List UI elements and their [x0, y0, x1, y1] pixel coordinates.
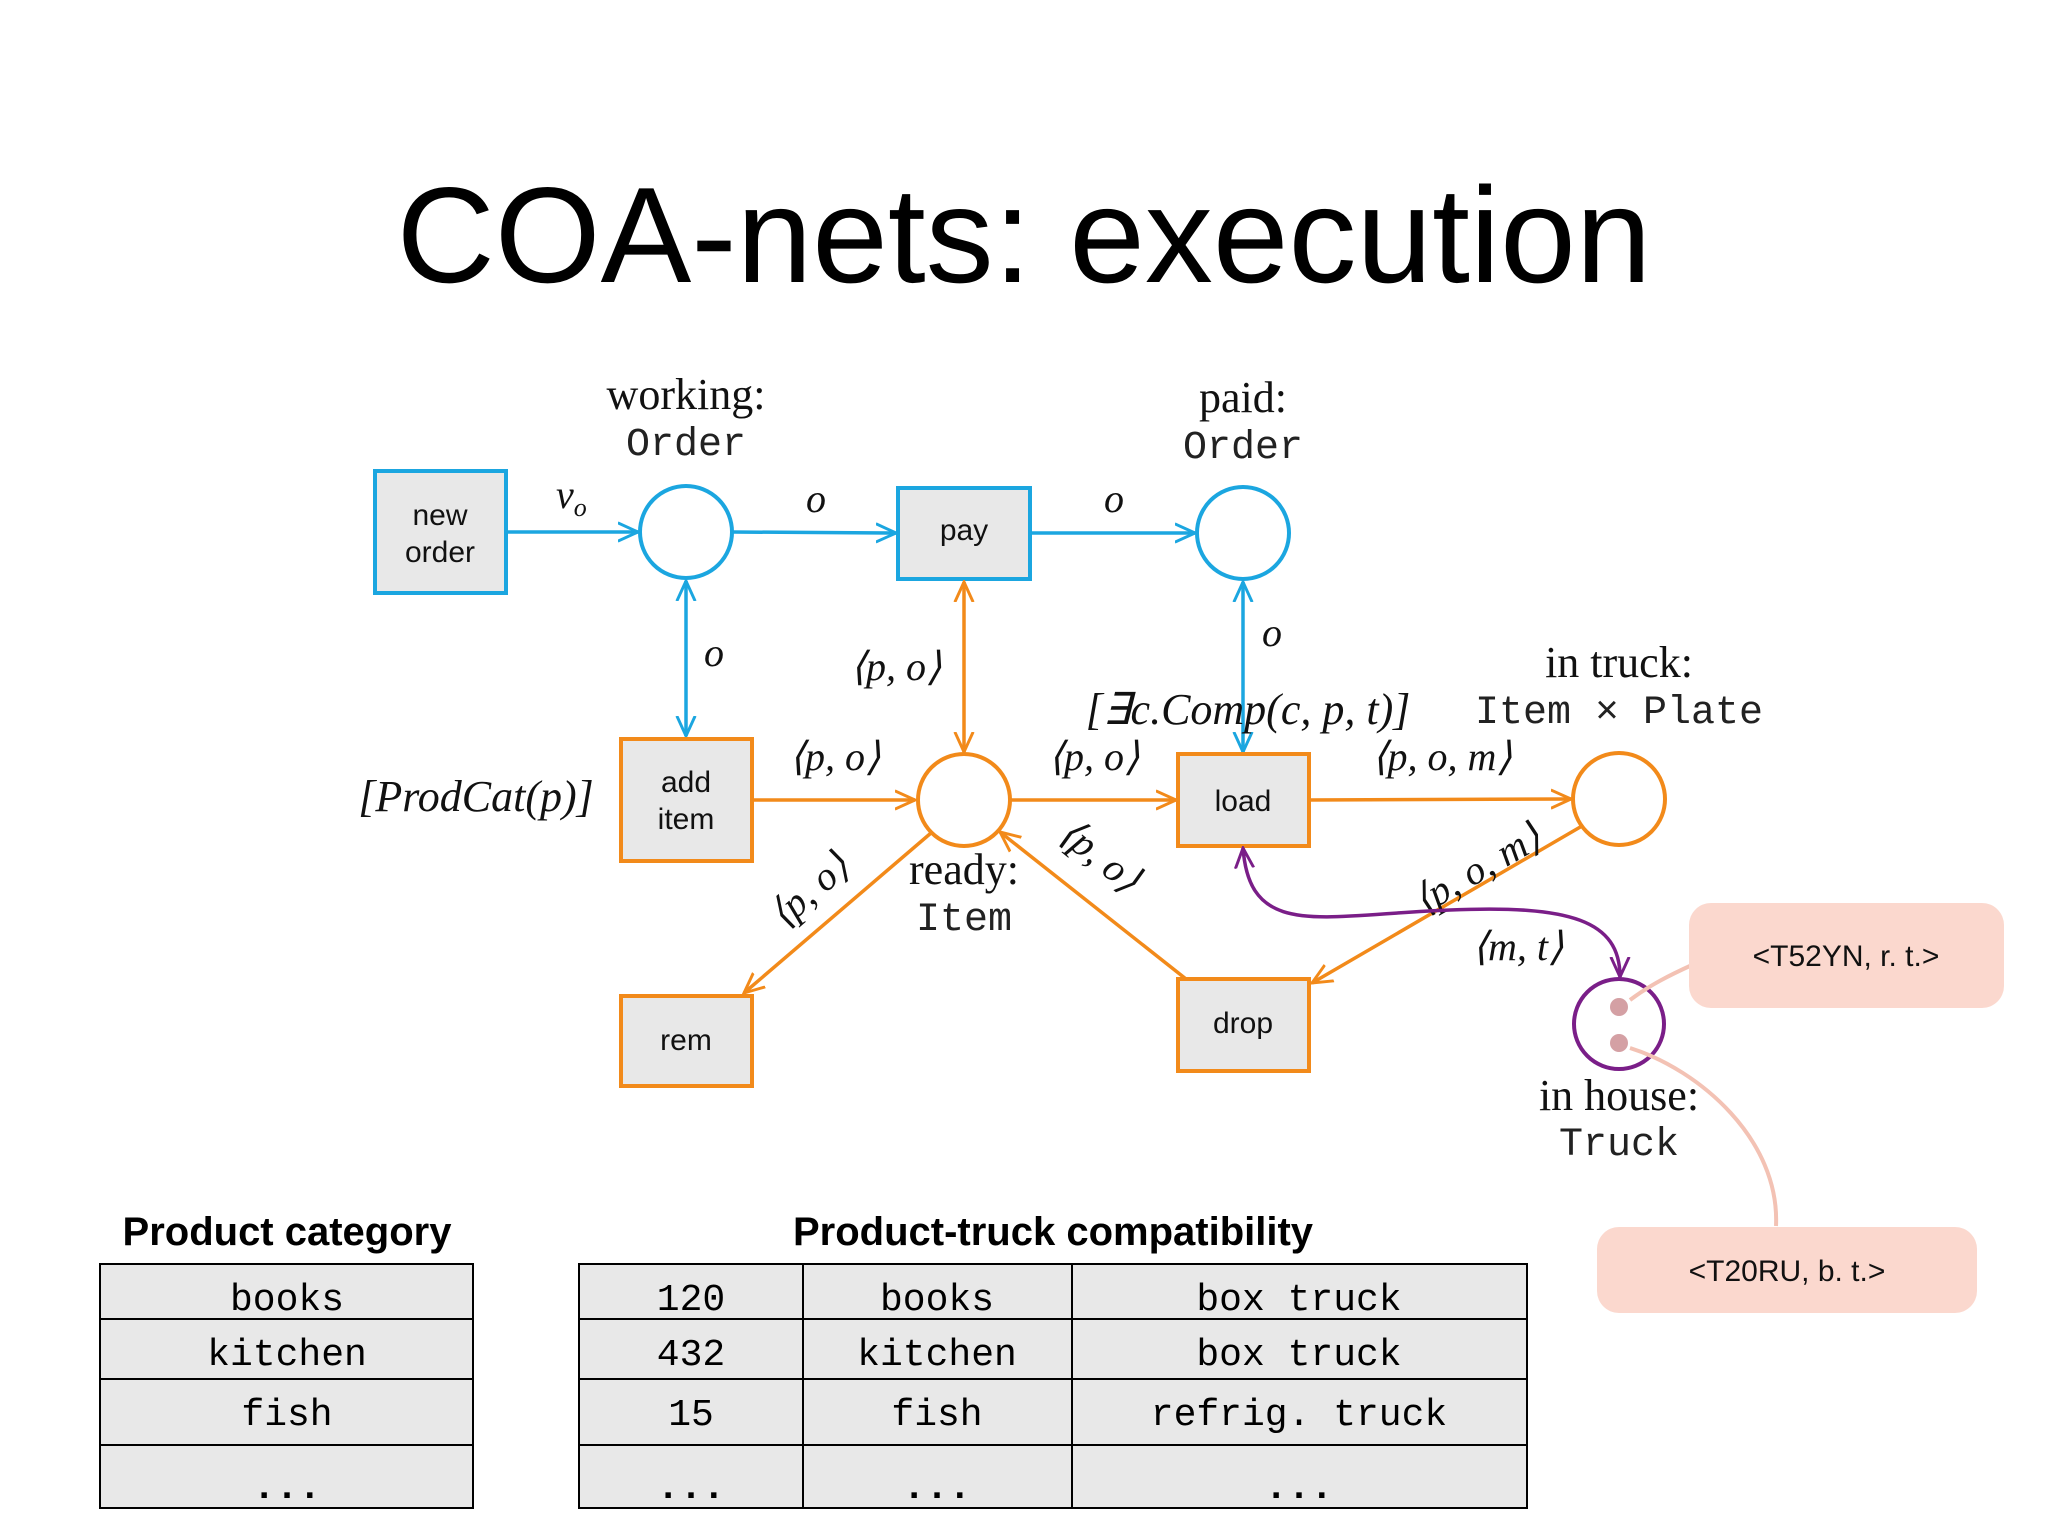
arc-label-p-o-2: ⟨p, o⟩	[850, 644, 942, 689]
product-category-title: Product category	[123, 1210, 453, 1254]
arc-label-o-3: o	[704, 630, 724, 675]
pc-cell-2: fish	[241, 1394, 332, 1437]
ptc-cell-3-0: ...	[657, 1467, 725, 1510]
ready-place-name: ready:	[909, 845, 1019, 894]
ptc-cell-0-1: books	[880, 1279, 994, 1322]
arc-label-o-4: o	[1262, 610, 1282, 655]
add-item-label-2: item	[658, 803, 715, 836]
token-dot-1	[1610, 998, 1628, 1016]
ptc-cell-2-2: refrig. truck	[1151, 1394, 1447, 1437]
ptc-cell-2-0: 15	[668, 1394, 714, 1437]
token-connector-2	[1629, 1046, 1779, 1227]
arc-label-nu-o: νo	[556, 472, 587, 522]
new-order-label-2: order	[405, 536, 475, 569]
add-item-label-1: add	[661, 766, 711, 799]
drop-label: drop	[1213, 1007, 1273, 1040]
in-truck-place-type: Item × Plate	[1475, 691, 1763, 736]
transition-add-item: add item	[619, 737, 754, 863]
ready-place-type: Item	[916, 898, 1012, 943]
place-in-truck	[1571, 751, 1667, 847]
token-dot-2	[1610, 1034, 1628, 1052]
arc-label-p-o-m-2: ⟨p, o, m⟩	[1405, 814, 1549, 923]
arc-working-to-pay	[731, 532, 896, 533]
in-house-place-type: Truck	[1559, 1123, 1679, 1168]
arc-ready-to-rem	[744, 831, 933, 993]
slide-title: COA-nets: execution	[397, 159, 1652, 311]
paid-place-name: paid:	[1199, 373, 1287, 422]
rem-label: rem	[660, 1024, 712, 1057]
product-category-table: Product category books kitchen fish ...	[99, 1210, 474, 1510]
working-place-name: working:	[607, 370, 766, 419]
ptc-cell-1-2: box truck	[1196, 1334, 1401, 1377]
purple-subnet: ⟨m, t⟩ in house: Truck <T52YN, r. t.> <T…	[1243, 848, 2004, 1313]
guard-prodcat: [ProdCat(p)]	[358, 772, 594, 821]
transition-load: load	[1176, 752, 1311, 848]
arc-drop-to-ready	[1000, 832, 1188, 981]
transition-pay: pay	[896, 486, 1032, 581]
arc-label-p-o-3: ⟨p, o⟩	[1048, 734, 1140, 779]
working-place-type: Order	[626, 423, 746, 468]
token-callout-1: <T52YN, r. t.>	[1689, 903, 2004, 1008]
arc-label-p-o-m-1: ⟨p, o, m⟩	[1372, 734, 1512, 779]
ptc-cell-0-0: 120	[657, 1279, 725, 1322]
orange-subnet: add item [ProdCat(p)] ready: Item load […	[358, 582, 1763, 1088]
pay-label: pay	[940, 514, 988, 547]
compatibility-title: Product-truck compatibility	[793, 1210, 1314, 1254]
pc-cell-0: books	[230, 1279, 344, 1322]
token-connector-1	[1628, 963, 1693, 1002]
transition-rem: rem	[619, 994, 754, 1088]
in-house-place-name: in house:	[1539, 1071, 1699, 1120]
arc-load-in-house	[1243, 848, 1620, 977]
arc-label-p-o-1: ⟨p, o⟩	[789, 734, 881, 779]
place-in-house	[1572, 977, 1666, 1071]
guard-comp: [∃c.Comp(c, p, t)]	[1086, 685, 1411, 734]
transition-new-order: new order	[373, 469, 508, 595]
ptc-cell-3-2: ...	[1265, 1467, 1333, 1510]
pc-cell-1: kitchen	[207, 1334, 367, 1377]
token-label-2: <T20RU, b. t.>	[1689, 1255, 1886, 1288]
transition-drop: drop	[1176, 977, 1311, 1073]
ptc-cell-3-1: ...	[903, 1467, 971, 1510]
arc-label-o-2: o	[1104, 476, 1124, 521]
token-callout-2: <T20RU, b. t.>	[1597, 1227, 1977, 1313]
arc-label-p-o-5: ⟨p, o⟩	[1051, 809, 1151, 902]
arc-label-o-1: o	[806, 476, 826, 521]
arc-label-p-o-4: ⟨p, o⟩	[760, 843, 859, 937]
paid-place-type: Order	[1183, 426, 1303, 471]
compatibility-table: Product-truck compatibility 120 books bo…	[578, 1210, 1528, 1510]
token-label-1: <T52YN, r. t.>	[1753, 940, 1940, 973]
new-order-label-1: new	[412, 499, 467, 532]
arc-label-m-t: ⟨m, t⟩	[1472, 924, 1564, 969]
ptc-cell-0-2: box truck	[1196, 1279, 1401, 1322]
load-label: load	[1215, 785, 1272, 818]
place-working	[638, 484, 734, 580]
in-truck-place-name: in truck:	[1545, 638, 1693, 687]
ptc-cell-2-1: fish	[891, 1394, 982, 1437]
ptc-cell-1-0: 432	[657, 1334, 725, 1377]
pc-cell-3: ...	[253, 1467, 321, 1510]
place-ready	[916, 752, 1012, 848]
place-paid	[1195, 485, 1291, 581]
arc-load-to-in-truck	[1308, 799, 1571, 800]
blue-subnet: new order working: Order pay paid: Order…	[373, 370, 1303, 752]
ptc-cell-1-1: kitchen	[857, 1334, 1017, 1377]
